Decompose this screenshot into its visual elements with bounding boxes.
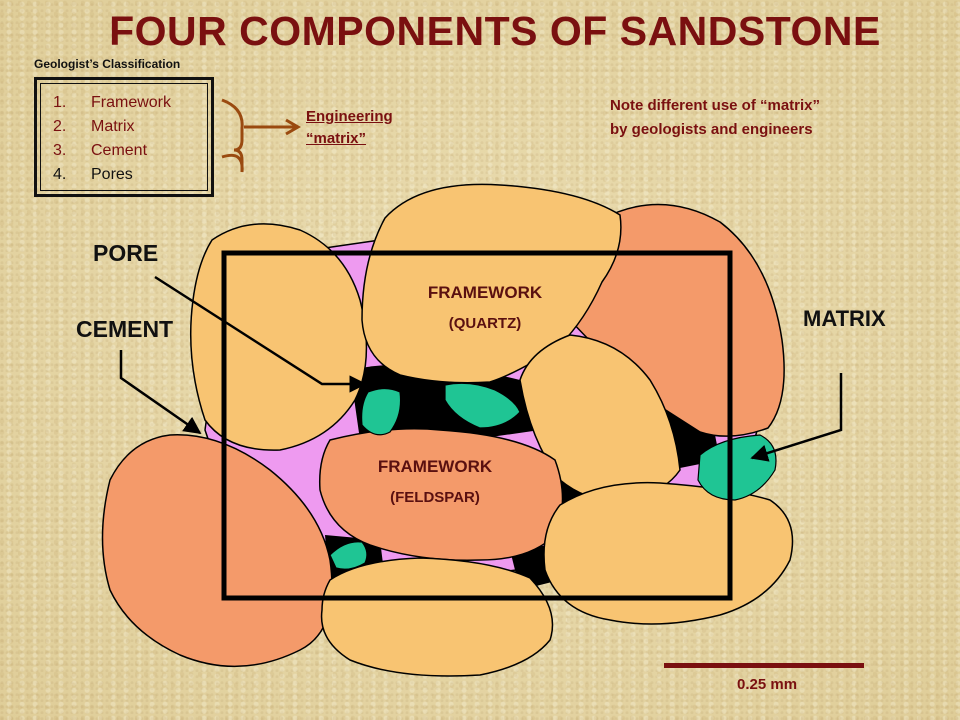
quartz-grain xyxy=(320,557,554,677)
list-item: 3.Cement xyxy=(53,142,148,159)
quartz-sublabel: (QUARTZ) xyxy=(448,315,522,332)
engineering-matrix-label: Engineering “matrix” xyxy=(306,108,393,147)
pore-arrow-icon xyxy=(154,275,367,393)
matrix-label: MATRIX xyxy=(803,306,886,331)
classification-box: 1.Framework 2.Matrix 3.Cement 4.Pores xyxy=(34,77,214,197)
note-text: Note different use of “matrix” by geolog… xyxy=(610,97,821,138)
feldspar-framework-label: FRAMEWORK xyxy=(377,457,493,476)
bracket-icon xyxy=(221,98,244,173)
list-item: 1.Framework xyxy=(53,94,172,111)
matrix-particle xyxy=(361,387,402,436)
matrix-particle xyxy=(444,382,521,429)
quartz-framework-label: FRAMEWORK xyxy=(427,283,543,302)
cement-arrow-icon xyxy=(119,350,202,435)
scale-label: 0.25 mm xyxy=(737,676,798,693)
classification-caption: Geologist’s Classification xyxy=(34,57,181,71)
quartz-grain xyxy=(190,223,368,451)
matrix-arrow-icon xyxy=(750,373,843,462)
classification-list: 1.Framework 2.Matrix 3.Cement 4.Pores xyxy=(53,91,207,187)
pore-label: PORE xyxy=(93,240,159,266)
list-item: 2.Matrix xyxy=(53,118,135,135)
cement-label: CEMENT xyxy=(76,316,174,342)
quartz-grain xyxy=(543,481,794,625)
list-item: 4.Pores xyxy=(53,166,133,183)
matrix-particle xyxy=(329,541,368,570)
feldspar-grain xyxy=(318,428,564,561)
scale-bar xyxy=(664,663,864,668)
sample-area-frame xyxy=(221,250,733,601)
feldspar-sublabel: (FELDSPAR) xyxy=(390,489,480,506)
page-title: FOUR COMPONENTS OF SANDSTONE xyxy=(109,8,881,54)
